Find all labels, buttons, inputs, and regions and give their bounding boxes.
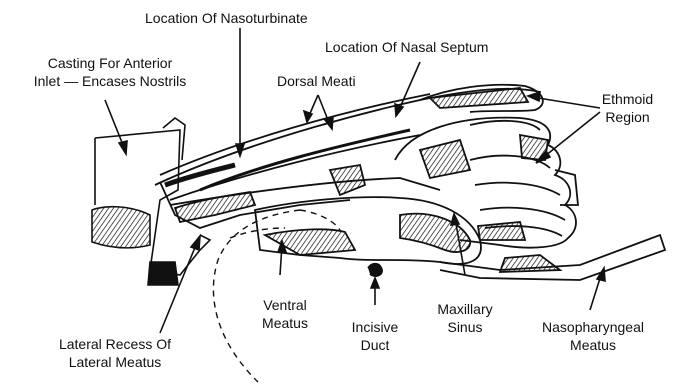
label-maxillary-line1: Maxillary bbox=[425, 300, 505, 318]
label-nasopharyngeal-line1: Nasopharyngeal bbox=[528, 318, 658, 336]
label-ethmoid-line1: Ethmoid bbox=[590, 90, 665, 108]
label-casting-line2: Inlet — Encases Nostrils bbox=[10, 72, 210, 90]
label-incisive-line2: Duct bbox=[340, 336, 410, 354]
label-casting: Casting For Anterior Inlet — Encases Nos… bbox=[10, 54, 210, 90]
nasal-casting-body bbox=[155, 89, 540, 228]
label-maxillary-sinus: Maxillary Sinus bbox=[425, 300, 505, 336]
label-ventral-line1: Ventral bbox=[250, 296, 320, 314]
label-ethmoid: Ethmoid Region bbox=[590, 90, 665, 126]
label-incisive-duct: Incisive Duct bbox=[340, 318, 410, 354]
label-lateral-recess: Lateral Recess Of Lateral Meatus bbox=[40, 335, 190, 371]
label-lateral-line1: Lateral Recess Of bbox=[40, 335, 190, 353]
label-ethmoid-line2: Region bbox=[590, 108, 665, 126]
label-ventral-meatus: Ventral Meatus bbox=[250, 296, 320, 332]
label-dorsal-meati: Dorsal Meati bbox=[277, 72, 356, 90]
label-ventral-line2: Meatus bbox=[250, 314, 320, 332]
label-casting-line1: Casting For Anterior bbox=[10, 54, 210, 72]
label-nasoturbinate: Location Of Nasoturbinate bbox=[145, 9, 308, 27]
label-nasopharyngeal-line2: Meatus bbox=[528, 336, 658, 354]
label-maxillary-line2: Sinus bbox=[425, 318, 505, 336]
label-incisive-line1: Incisive bbox=[340, 318, 410, 336]
label-nasopharyngeal-meatus: Nasopharyngeal Meatus bbox=[528, 318, 658, 354]
label-lateral-line2: Lateral Meatus bbox=[40, 353, 190, 371]
label-nasal-septum: Location Of Nasal Septum bbox=[325, 38, 488, 56]
